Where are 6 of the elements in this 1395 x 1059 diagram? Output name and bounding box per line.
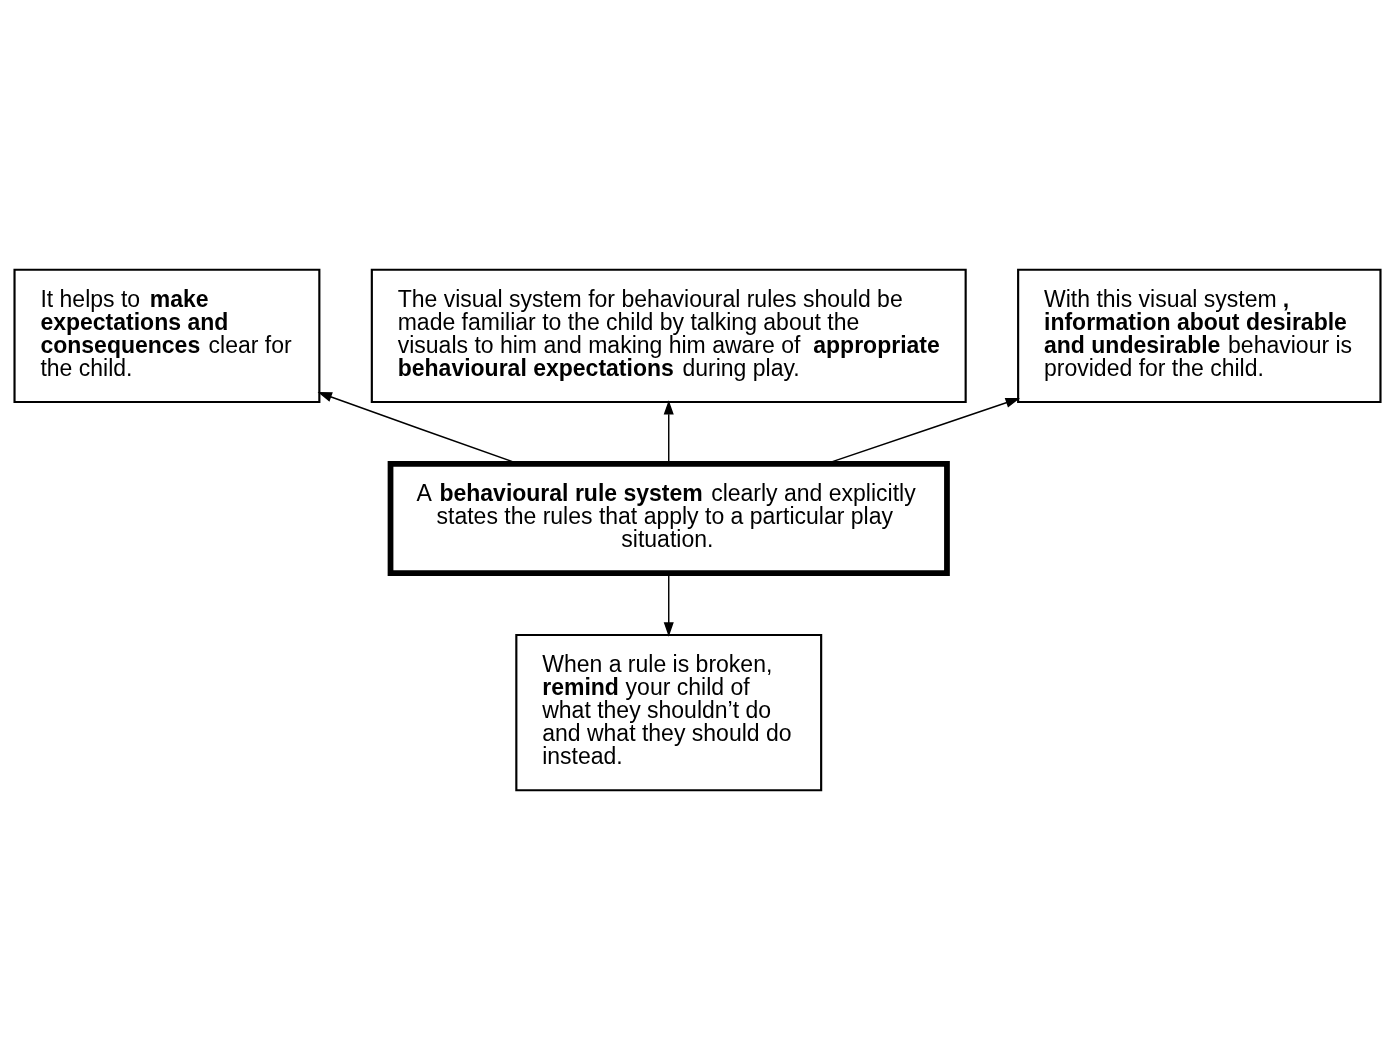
node-box: With this visual system, information about desirable and undesirable behaviour is provided for the child. xyxy=(1017,268,1382,403)
node-box: It helps to make expectations and consequences clear for the child. xyxy=(13,268,321,403)
arrow xyxy=(663,399,674,464)
node-box: When a rule is broken, remind your child of what they shouldn’t do and what they should do instead. xyxy=(515,633,823,791)
node-box: The visual system for behavioural rules should be made familiar to the child by talking about the visuals to him and making him aware of appropriate behavioural expectations during play. xyxy=(370,268,967,403)
node-box: A behavioural rule system clearly and explicitly states the rules that apply to a particular play situation. xyxy=(387,460,950,576)
